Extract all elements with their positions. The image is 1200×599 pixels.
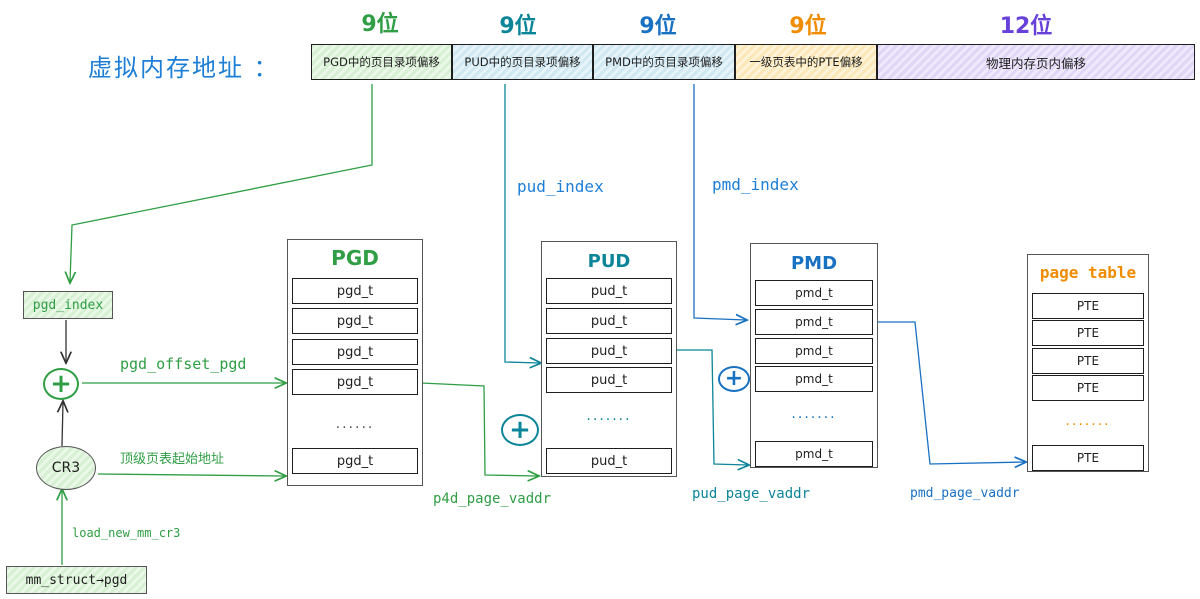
pgd-entry: pgd_t xyxy=(292,308,418,334)
pud-entry: pud_t xyxy=(546,367,672,393)
pmd-entry: pmd_t xyxy=(755,338,873,364)
cr3-circle: CR3 xyxy=(36,446,96,490)
plus-icon-pmd: + xyxy=(718,366,750,392)
pud-table: PUD pud_t pud_t pud_t pud_t ....... pud_… xyxy=(541,241,677,477)
mm-struct-pgd-box: mm_struct→pgd xyxy=(6,566,147,594)
pud-entry: pud_t xyxy=(546,308,672,334)
pgd-table: PGD pgd_t pgd_t pgd_t pgd_t ...... pgd_t xyxy=(287,239,423,486)
arrow-pgd-to-pud xyxy=(420,382,538,476)
pgd-entry-selected: pgd_t xyxy=(292,369,418,395)
plus-icon-pud: + xyxy=(501,414,539,446)
pte-ellipsis: ....... xyxy=(1065,413,1111,429)
plus-icon-pgd: + xyxy=(43,368,79,400)
arrow-cr3-to-pgd xyxy=(97,474,285,476)
arrow-pgd-offset xyxy=(70,84,373,282)
pud-entry-last: pud_t xyxy=(546,448,672,474)
arrow-pmd-to-pte xyxy=(876,321,1025,464)
field-pud-offset: PUD中的页目录项偏移 xyxy=(452,44,593,80)
field-pmd-offset: PMD中的页目录项偏移 xyxy=(593,44,735,80)
p4d-page-vaddr-label: p4d_page_vaddr xyxy=(433,491,552,507)
pmd-entry-selected: pmd_t xyxy=(755,309,873,335)
field-pte-offset: 一级页表中的PTE偏移 xyxy=(735,44,877,80)
arrow-cr3-to-plus xyxy=(62,402,63,447)
pud-entry: pud_t xyxy=(546,278,672,304)
top-level-base-label: 顶级页表起始地址 xyxy=(120,452,225,467)
pmd-entry: pmd_t xyxy=(755,366,873,392)
pmd-entry: pmd_t xyxy=(755,280,873,306)
bits-label-offset: 12位 xyxy=(999,14,1053,39)
pte-entry: PTE xyxy=(1032,293,1144,319)
pgd-entry: pgd_t xyxy=(292,278,418,304)
pgd-index-box: pgd_index xyxy=(23,291,113,319)
load-new-mm-cr3-label: load_new_mm_cr3 xyxy=(72,526,181,540)
pud-index-label: pud_index xyxy=(517,177,604,196)
pmd-page-vaddr-label: pmd_page_vaddr xyxy=(910,486,1020,501)
arrow-pmd-offset xyxy=(693,84,746,320)
cr3-label: CR3 xyxy=(51,460,81,476)
field-pgd-offset: PGD中的页目录项偏移 xyxy=(311,44,452,80)
pgd-ellipsis: ...... xyxy=(335,416,375,432)
bits-label-pte: 9位 xyxy=(789,14,827,39)
page-table-title: page table xyxy=(1039,263,1137,282)
pud-ellipsis: ....... xyxy=(586,408,632,424)
pgd-offset-pgd-label: pgd_offset_pgd xyxy=(120,355,247,373)
pud-table-title: PUD xyxy=(587,251,631,272)
pgd-entry-last: pgd_t xyxy=(292,448,418,474)
pmd-table: PMD pmd_t pmd_t pmd_t pmd_t ....... pmd_… xyxy=(750,243,878,468)
pmd-index-label: pmd_index xyxy=(712,175,799,194)
pte-entry: PTE xyxy=(1032,375,1144,401)
pte-entry: PTE xyxy=(1032,320,1144,346)
pud-entry-selected: pud_t xyxy=(546,338,672,364)
pte-entry: PTE xyxy=(1032,348,1144,374)
pgd-entry: pgd_t xyxy=(292,339,418,365)
arrow-pud-to-pmd xyxy=(675,349,748,465)
pmd-table-title: PMD xyxy=(790,253,838,274)
bits-label-pmd: 9位 xyxy=(639,14,677,39)
page-table: page table PTE PTE PTE PTE ....... PTE xyxy=(1027,254,1149,472)
pmd-ellipsis: ....... xyxy=(791,406,837,422)
field-page-offset: 物理内存页内偏移 xyxy=(877,44,1195,80)
bits-label-pgd: 9位 xyxy=(361,12,399,37)
pmd-entry-last: pmd_t xyxy=(755,441,873,467)
bits-label-pud: 9位 xyxy=(499,14,537,39)
virtual-address-label: 虚拟内存地址 ： xyxy=(88,54,280,82)
pte-entry-last: PTE xyxy=(1032,445,1144,471)
arrow-pud-offset xyxy=(504,84,540,363)
pgd-table-title: PGD xyxy=(331,246,379,270)
pud-page-vaddr-label: pud_page_vaddr xyxy=(692,486,811,502)
